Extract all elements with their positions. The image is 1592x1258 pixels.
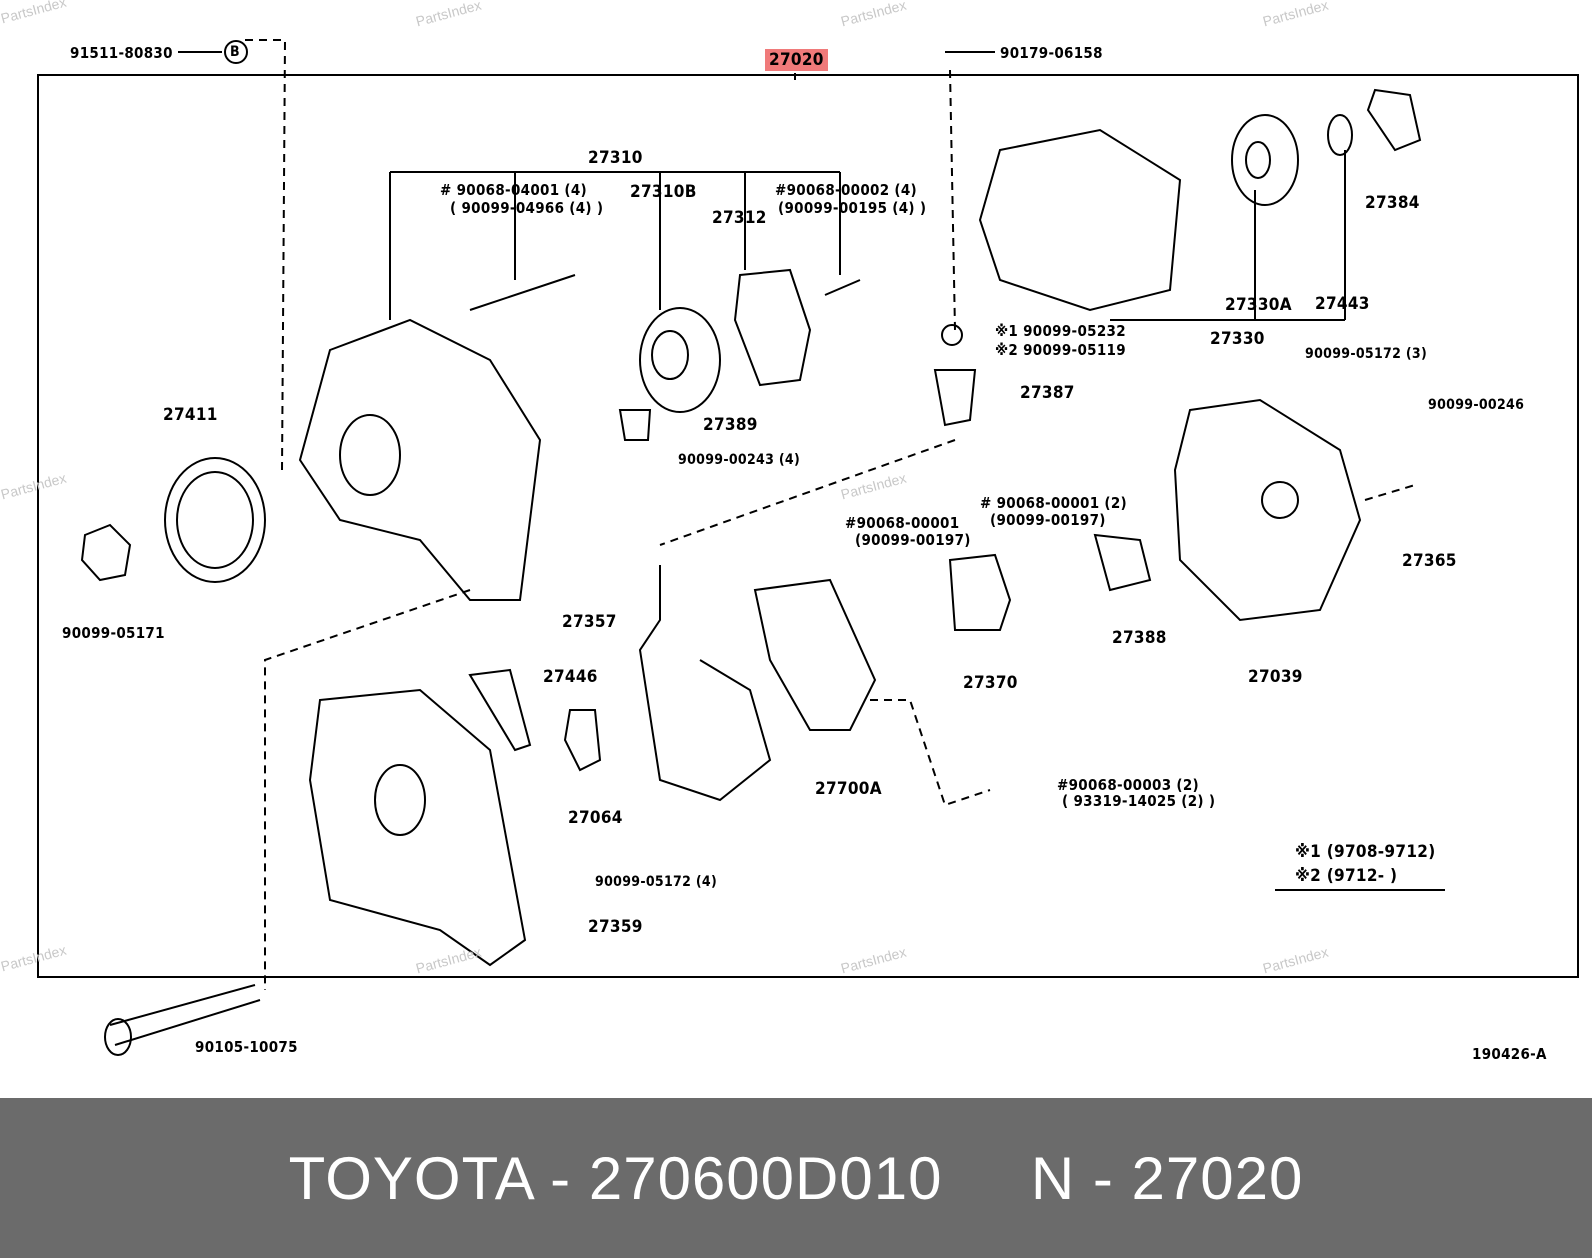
part-label[interactable]: ※1 90099-05232: [995, 322, 1126, 340]
part-label[interactable]: 27370: [963, 673, 1018, 693]
part-label[interactable]: 27387: [1020, 383, 1075, 403]
part-label[interactable]: #90068-00001: [845, 514, 960, 532]
ref-marker-b: B: [230, 44, 240, 60]
note-label: ※2 (9712- ): [1295, 866, 1398, 886]
part-label[interactable]: 27411: [163, 405, 218, 425]
part-label[interactable]: 27310: [588, 148, 643, 168]
part-label[interactable]: 27330A: [1225, 295, 1292, 315]
part-label[interactable]: 27700A: [815, 779, 882, 799]
part-label[interactable]: 90099-00246: [1428, 397, 1525, 413]
part-label[interactable]: 27330: [1210, 329, 1265, 349]
part-label[interactable]: 91511-80830: [70, 44, 173, 62]
part-label[interactable]: 90099-00243 (4): [678, 452, 801, 468]
part-label[interactable]: ( 93319-14025 (2) ): [1062, 792, 1216, 810]
part-label[interactable]: 27446: [543, 667, 598, 687]
footer-bar: TOYOTA - 270600D010 N - 27020: [0, 1098, 1592, 1258]
part-label[interactable]: ※2 90099-05119: [995, 341, 1126, 359]
part-label[interactable]: #90068-00003 (2): [1057, 776, 1200, 794]
part-label[interactable]: 27443: [1315, 294, 1370, 314]
main-ref-label[interactable]: 27020: [765, 49, 828, 71]
part-label[interactable]: 27312: [712, 208, 767, 228]
figure-code: 190426-A: [1472, 1045, 1547, 1063]
note-label: ※1 (9708-9712): [1295, 842, 1436, 862]
parts-diagram: 91511-80830 B 27020 90179-06158 27310 # …: [0, 0, 1579, 1063]
part-label[interactable]: 27388: [1112, 628, 1167, 648]
part-label[interactable]: 90099-05171: [62, 624, 165, 642]
part-label[interactable]: #90068-00002 (4): [775, 181, 918, 199]
part-label[interactable]: 27365: [1402, 551, 1457, 571]
part-number-caption: TOYOTA - 270600D010 N - 27020: [288, 1144, 1304, 1212]
part-label[interactable]: 27357: [562, 612, 617, 632]
part-label[interactable]: 90099-05172 (4): [595, 874, 718, 890]
part-label[interactable]: ( 90099-04966 (4) ): [450, 199, 604, 217]
part-label[interactable]: 27384: [1365, 193, 1420, 213]
part-label[interactable]: # 90068-00001 (2): [980, 494, 1128, 512]
part-label[interactable]: # 90068-04001 (4): [440, 181, 588, 199]
part-label[interactable]: 90179-06158: [1000, 44, 1103, 62]
part-label[interactable]: 90105-10075: [195, 1038, 298, 1056]
part-label[interactable]: 27064: [568, 808, 623, 828]
part-label[interactable]: (90099-00197): [855, 531, 971, 549]
part-label[interactable]: (90099-00197): [990, 511, 1106, 529]
part-label[interactable]: 90099-05172 (3): [1305, 346, 1428, 362]
part-label[interactable]: 27310B: [630, 182, 697, 202]
part-label[interactable]: (90099-00195 (4) ): [778, 199, 927, 217]
part-label[interactable]: 27389: [703, 415, 758, 435]
part-label[interactable]: 27359: [588, 917, 643, 937]
part-label[interactable]: 27039: [1248, 667, 1303, 687]
diagram-drawing: [37, 39, 1579, 1056]
